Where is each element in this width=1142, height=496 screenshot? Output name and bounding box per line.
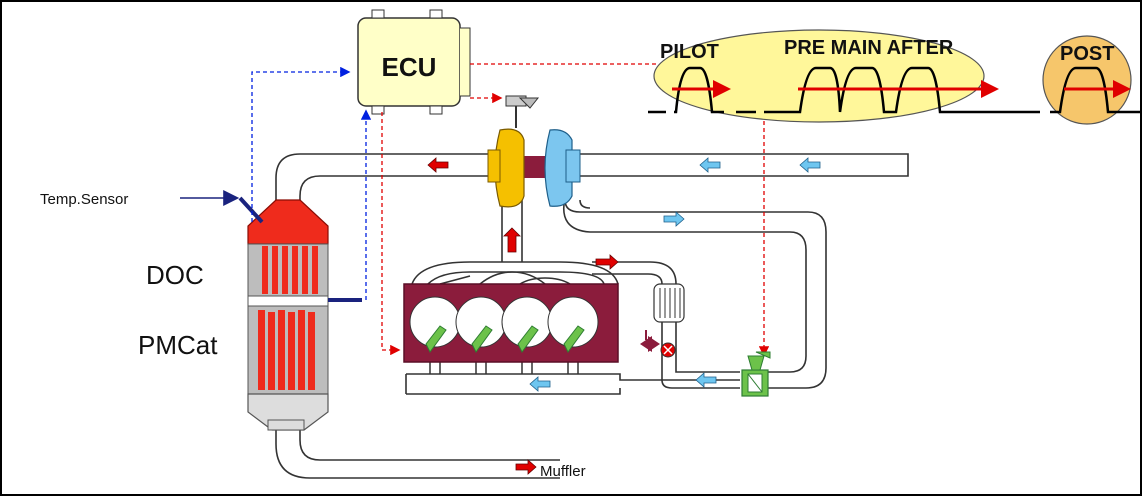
pilot-label: PILOT xyxy=(660,41,719,63)
doc-label: DOC xyxy=(146,260,204,290)
intake-arrow-1 xyxy=(699,157,721,173)
injection-timing-panel xyxy=(648,29,1141,125)
ecu-icon xyxy=(357,9,471,115)
turbocharger-icon xyxy=(487,95,581,208)
pipework xyxy=(275,153,909,479)
egr-arrow-right xyxy=(595,254,619,270)
doc-pmcat-housing xyxy=(247,199,329,431)
engine-block xyxy=(403,283,619,363)
egr-valve-icon xyxy=(741,351,771,397)
temp-sensor-probe xyxy=(180,190,362,302)
exhaust-arrow-up xyxy=(503,227,521,253)
injector-icon xyxy=(425,325,585,353)
temp-sensor-label: Temp.Sensor xyxy=(40,191,128,208)
intake-arrow-4 xyxy=(695,372,717,388)
muffler-label: Muffler xyxy=(540,463,586,480)
cooler-icon xyxy=(653,283,685,323)
exhaust-arrow-left xyxy=(427,157,449,173)
intake-arrow-2 xyxy=(799,157,821,173)
ecu-label: ECU xyxy=(382,52,437,82)
muffler-arrow xyxy=(515,459,537,475)
pmcat-label: PMCat xyxy=(138,330,218,360)
post-label: POST xyxy=(1060,43,1114,65)
flow-arrows xyxy=(427,157,821,475)
signal-links xyxy=(251,63,770,357)
intake-arrow-3 xyxy=(663,211,685,227)
intake-arrow-5 xyxy=(529,376,551,392)
pre-main-after-label: PRE MAIN AFTER xyxy=(784,37,954,59)
throttle-valve-icon xyxy=(640,330,676,358)
